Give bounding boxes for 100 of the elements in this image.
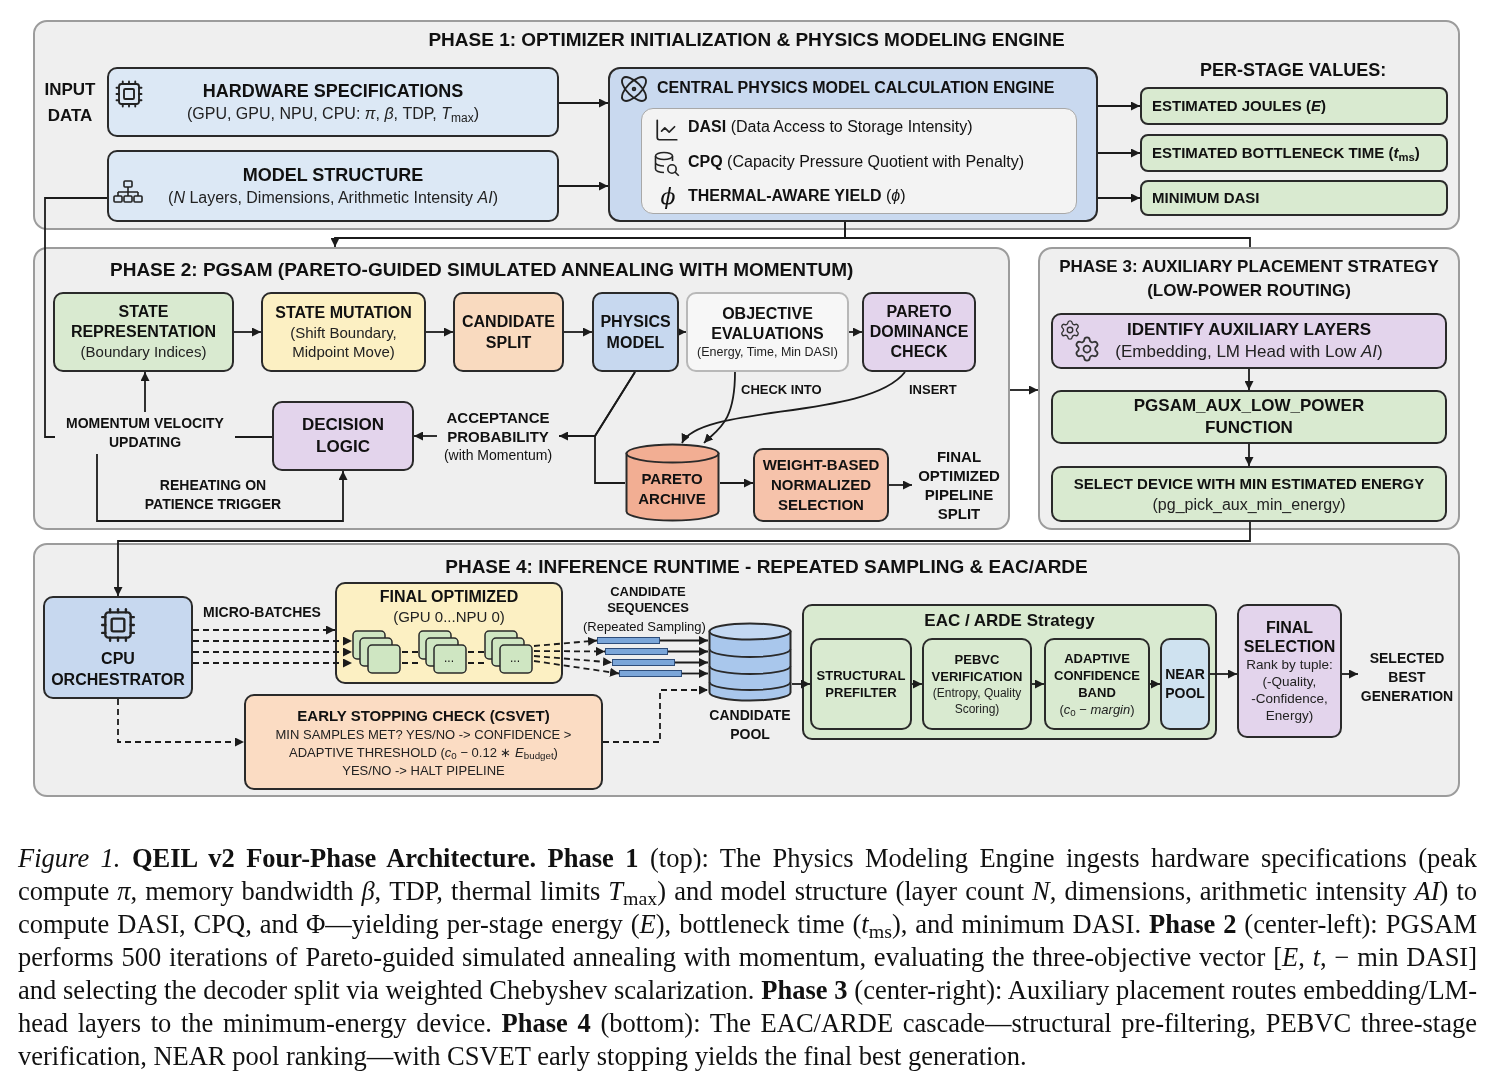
flow-label: ACCEPTANCE PROBABILITY — [445, 408, 551, 446]
box-detail: (Embedding, LM Head with Low AI) — [1115, 341, 1383, 363]
flow-label: CANDIDATE POOL — [708, 706, 792, 744]
box-title: PARETO DOMINANCE CHECK — [868, 302, 970, 362]
connector-line — [844, 221, 1251, 248]
process-box — [261, 292, 426, 372]
process-box — [1044, 638, 1150, 730]
box-detail: (Energy, Time, Min DASI) — [697, 343, 838, 361]
sequence-bar — [597, 637, 660, 644]
figure-caption: Figure 1. QEIL v2 Four-Phase Architecture. Phase 1 (top): The Physics Modeling Engine ingests hardware specifications (peak compute π, memory bandwidth β, TDP, thermal limits T$_{max}$) and model structure (layer count N, dimensions, arithmetic intensity AI) to compute DASI, CPQ, and Φ—yielding per-stage energy (E), bottleneck time (t$_{ms}$), and minimum DASI. Phase 2 (center-left): PGSAM performs 500 iterations of Pareto-guided simulated annealing with momentum, evaluating the three-objective vector [E, t, − min DASI] and selecting the decoder split via weighted Chebyshev scalarization. Phase 3 (center-right): Auxiliary placement routes embedding/LM-head layers to the minimum-energy device. Phase 4 (bottom): The EAC/ARDE cascade—structural pre-filtering, PEBVC three-stage verification, NEAR pool ranking—with CSVET early stopping yields the final best generation. — [18, 842, 1477, 1073]
arrow — [681, 669, 709, 678]
box-title: STRUCTURAL PREFILTER — [815, 667, 907, 701]
process-box — [1160, 638, 1210, 730]
phase-panel — [33, 543, 1460, 797]
process-box — [608, 67, 1098, 222]
dashed-arrow — [533, 655, 613, 667]
process-box — [1051, 313, 1447, 369]
arrow — [1031, 679, 1045, 689]
arrow — [1209, 669, 1238, 679]
process-box — [1237, 604, 1342, 738]
dashed-arrow — [192, 658, 353, 668]
arrow — [677, 327, 687, 337]
sequence-heading: CANDIDATE SEQUENCES — [606, 584, 690, 616]
process-box — [1051, 390, 1447, 444]
box-title: PEBVC VERIFICATION — [930, 651, 1024, 685]
box-title: ADAPTIVE CONFIDENCE BAND — [1053, 650, 1141, 701]
process-box — [686, 292, 849, 372]
arrow — [1097, 148, 1141, 158]
flow-label: MOMENTUM VELOCITY UPDATING — [65, 414, 225, 452]
process-box — [922, 638, 1032, 730]
arrow — [719, 478, 754, 488]
process-box — [802, 604, 1217, 740]
process-box — [43, 596, 193, 699]
metric-text: DASI (Data Access to Storage Intensity) — [688, 117, 973, 137]
arrow — [1149, 679, 1161, 689]
process-box — [592, 292, 679, 372]
process-box — [1051, 466, 1447, 522]
phase-title: PHASE 4: INFERENCE RUNTIME - REPEATED SAMPLING & EAC/ARDE — [445, 555, 1088, 579]
arrow — [681, 371, 906, 444]
arrow — [563, 327, 593, 337]
arrow — [1244, 443, 1254, 467]
box-title: HARDWARE SPECIFICATIONS — [202, 79, 464, 103]
process-box — [272, 401, 414, 471]
box-title: IDENTIFY AUXILIARY LAYERS — [1127, 319, 1371, 341]
dashed-line — [467, 651, 485, 653]
dashed-arrow — [117, 698, 245, 747]
phi-symbol: ϕ — [659, 184, 677, 210]
box-title: CANDIDATE SPLIT — [461, 312, 556, 353]
box-detail: (GPU 0...NPU 0) — [393, 607, 505, 626]
box-title: MINIMUM DASI — [1152, 188, 1260, 208]
arrow — [1097, 101, 1141, 111]
metric-text: THERMAL-AWARE YIELD (ϕ) — [688, 186, 906, 206]
arrow — [667, 647, 709, 656]
box-detail: (c$_{0}$ − margin) — [1059, 701, 1135, 718]
process-box — [107, 67, 559, 137]
dashed-line — [401, 651, 419, 653]
box-title: FINAL SELECTION — [1242, 618, 1337, 656]
box-title: EAC / ARDE Strategy — [924, 610, 1095, 632]
process-box — [244, 694, 603, 790]
box-title: STATE REPRESENTATION — [69, 302, 218, 342]
process-box — [753, 448, 889, 522]
arrow — [558, 181, 609, 191]
box-detail: Rank by tuple: (-Quality, -Confidence, Energy) — [1245, 656, 1334, 724]
box-detail: (N Layers, Dimensions, Arithmetic Intensity AI) — [168, 187, 498, 208]
box-title: STATE MUTATION — [275, 303, 412, 323]
cylinder-label: PARETO ARCHIVE — [637, 469, 707, 509]
flow-label: FINAL OPTIMIZED PIPELINE SPLIT — [917, 447, 1001, 523]
arrow — [703, 371, 736, 444]
arrow — [96, 453, 348, 522]
dashed-arrow — [533, 646, 606, 656]
metrics-panel — [641, 108, 1077, 214]
flow-note: (with Momentum) — [443, 446, 553, 464]
process-box — [862, 292, 976, 372]
box-title: NEAR POOL — [1164, 665, 1206, 703]
box-title: WEIGHT-BASED NORMALIZED SELECTION — [761, 455, 881, 515]
arrow — [140, 371, 150, 413]
box-title: MODEL STRUCTURE — [242, 163, 424, 187]
box-title: ESTIMATED BOTTLENECK TIME (t$_{ms}$) — [1152, 143, 1420, 163]
phase-title: PHASE 3: AUXILIARY PLACEMENT STRATEGY (LOW-POWER ROUTING) — [1058, 256, 1440, 302]
phase-panel — [1038, 247, 1460, 530]
box-detail: (Boundary Indices) — [80, 342, 207, 362]
sequence-bar — [605, 648, 668, 655]
dashed-arrow — [192, 636, 353, 646]
output-box — [1140, 87, 1448, 125]
section-heading: PER-STAGE VALUES: — [1200, 59, 1387, 82]
box-detail: (pg_pick_aux_min_energy) — [1152, 495, 1346, 515]
arrow — [911, 679, 923, 689]
phase-title: PHASE 2: PGSAM (PARETO-GUIDED SIMULATED ANNEALING WITH MOMENTUM) — [110, 258, 854, 282]
box-title: PGSAM_AUX_LOW_POWER FUNCTION — [1132, 395, 1366, 439]
dashed-arrow — [192, 647, 353, 657]
sequence-bar — [619, 670, 682, 677]
sequence-bar — [612, 659, 675, 666]
box-title: CPU ORCHESTRATOR — [50, 648, 186, 690]
dashed-arrow — [533, 636, 598, 647]
process-box — [53, 292, 234, 372]
output-box — [1140, 134, 1448, 172]
arrow — [113, 521, 1251, 597]
arrow — [888, 480, 913, 490]
phase-title: PHASE 1: OPTIMIZER INITIALIZATION & PHYSICS MODELING ENGINE — [428, 28, 1065, 52]
arrow — [1341, 669, 1359, 679]
